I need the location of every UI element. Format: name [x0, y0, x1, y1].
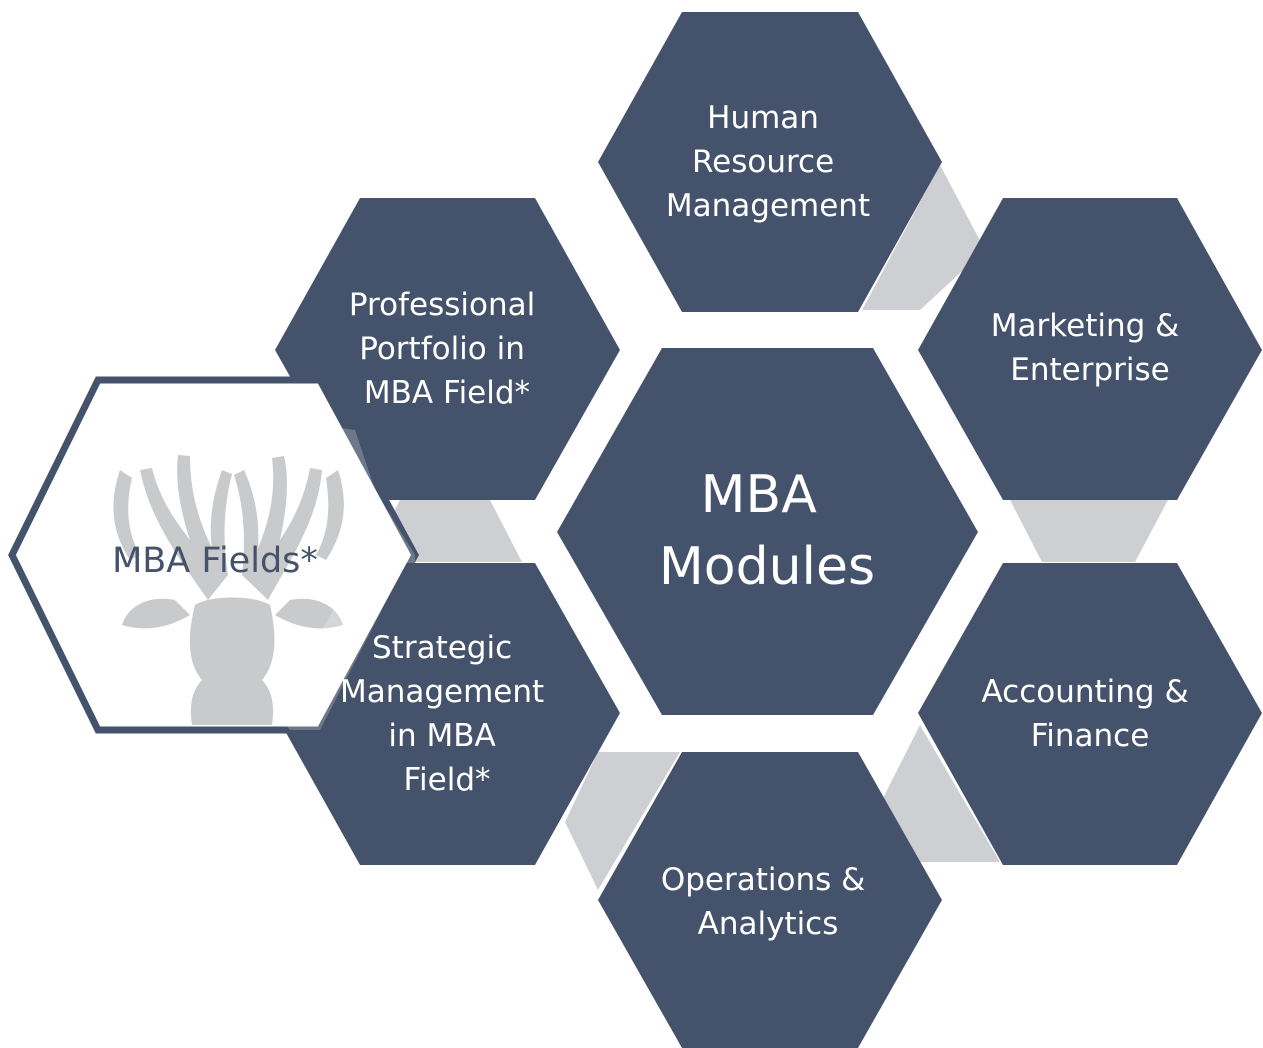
portfolio-line-1: Professional [349, 287, 535, 323]
marketing-line-2: Enterprise [1010, 352, 1169, 388]
deer-logo-icon [113, 455, 344, 725]
center-line-1: MBA [701, 465, 818, 525]
hrm-line-2: Resource [692, 144, 834, 180]
center-label: MBA Modules [659, 465, 875, 597]
connector-marketing-accounting [1010, 500, 1168, 562]
strategic-label: Strategic Management in MBA Field* [340, 630, 554, 798]
hrm-line-1: Human [707, 100, 819, 136]
strategic-line-4: Field* [403, 762, 490, 798]
operations-line-2: Analytics [698, 906, 839, 942]
portfolio-label: Professional Portfolio in MBA Field* [349, 287, 545, 411]
hrm-line-3: Management [666, 188, 870, 224]
accounting-label: Accounting & Finance [982, 674, 1199, 754]
hex-mba-modules [557, 348, 978, 715]
connector-accounting-operations [882, 725, 1000, 862]
strategic-line-2: Management [340, 674, 544, 710]
connector-hrm-marketing [862, 165, 985, 310]
portfolio-line-3: MBA Field* [364, 375, 530, 411]
accounting-line-1: Accounting & [982, 674, 1189, 710]
operations-label: Operations & Analytics [661, 862, 875, 942]
hex-marketing-enterprise [918, 198, 1262, 500]
mba-fields-label: MBA Fields* [112, 541, 318, 581]
overlap-highlight [275, 425, 415, 730]
marketing-line-1: Marketing & [991, 308, 1180, 344]
strategic-line-3: in MBA [388, 718, 495, 754]
hrm-label: Human Resource Management [666, 100, 870, 224]
portfolio-line-2: Portfolio in [359, 331, 525, 367]
connectors [368, 165, 1168, 890]
hex-accounting-finance [918, 563, 1262, 865]
hex-professional-portfolio [275, 198, 620, 500]
marketing-label: Marketing & Enterprise [991, 308, 1189, 388]
strategic-line-1: Strategic [372, 630, 512, 666]
connector-strategic-operations [565, 752, 680, 890]
center-line-2: Modules [659, 537, 875, 597]
hex-operations-analytics [598, 752, 942, 1048]
accounting-line-2: Finance [1031, 718, 1150, 754]
operations-line-1: Operations & [661, 862, 865, 898]
hex-human-resource-management [598, 12, 942, 312]
